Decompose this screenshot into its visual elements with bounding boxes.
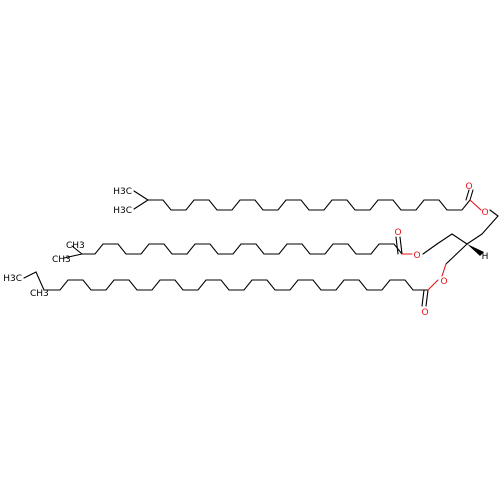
chain-2-backbone <box>81 243 403 255</box>
atom-o-carbonyl-3: O <box>421 308 428 318</box>
atom-o-link-2: O <box>413 251 420 261</box>
chain-2 <box>63 236 438 259</box>
atom-h-stereo: H <box>482 252 489 262</box>
methyl-label-chain3-et: H3C <box>3 274 22 284</box>
atom-o-link-3: O <box>440 277 447 287</box>
methyl-label-chain1-a: H3C <box>113 187 132 197</box>
chain-1-backbone <box>147 199 471 211</box>
methyl-label-chain3-me: CH3 <box>30 289 49 299</box>
methyl-label-chain2-et: CH3 <box>52 255 71 265</box>
atom-o-link-1: O <box>481 208 488 218</box>
methyl-label-chain1-b: H3C <box>113 206 132 216</box>
chain-3 <box>23 271 439 307</box>
chain-3-backbone <box>43 279 429 291</box>
glycerol-backbone <box>436 215 499 277</box>
atom-o-carbonyl-2: O <box>394 228 401 238</box>
atom-o-carbonyl-1: O <box>465 182 472 192</box>
chain-1 <box>133 189 499 217</box>
methyl-label-chain2-me: CH3 <box>66 241 85 251</box>
stereo-wedge <box>467 244 484 256</box>
